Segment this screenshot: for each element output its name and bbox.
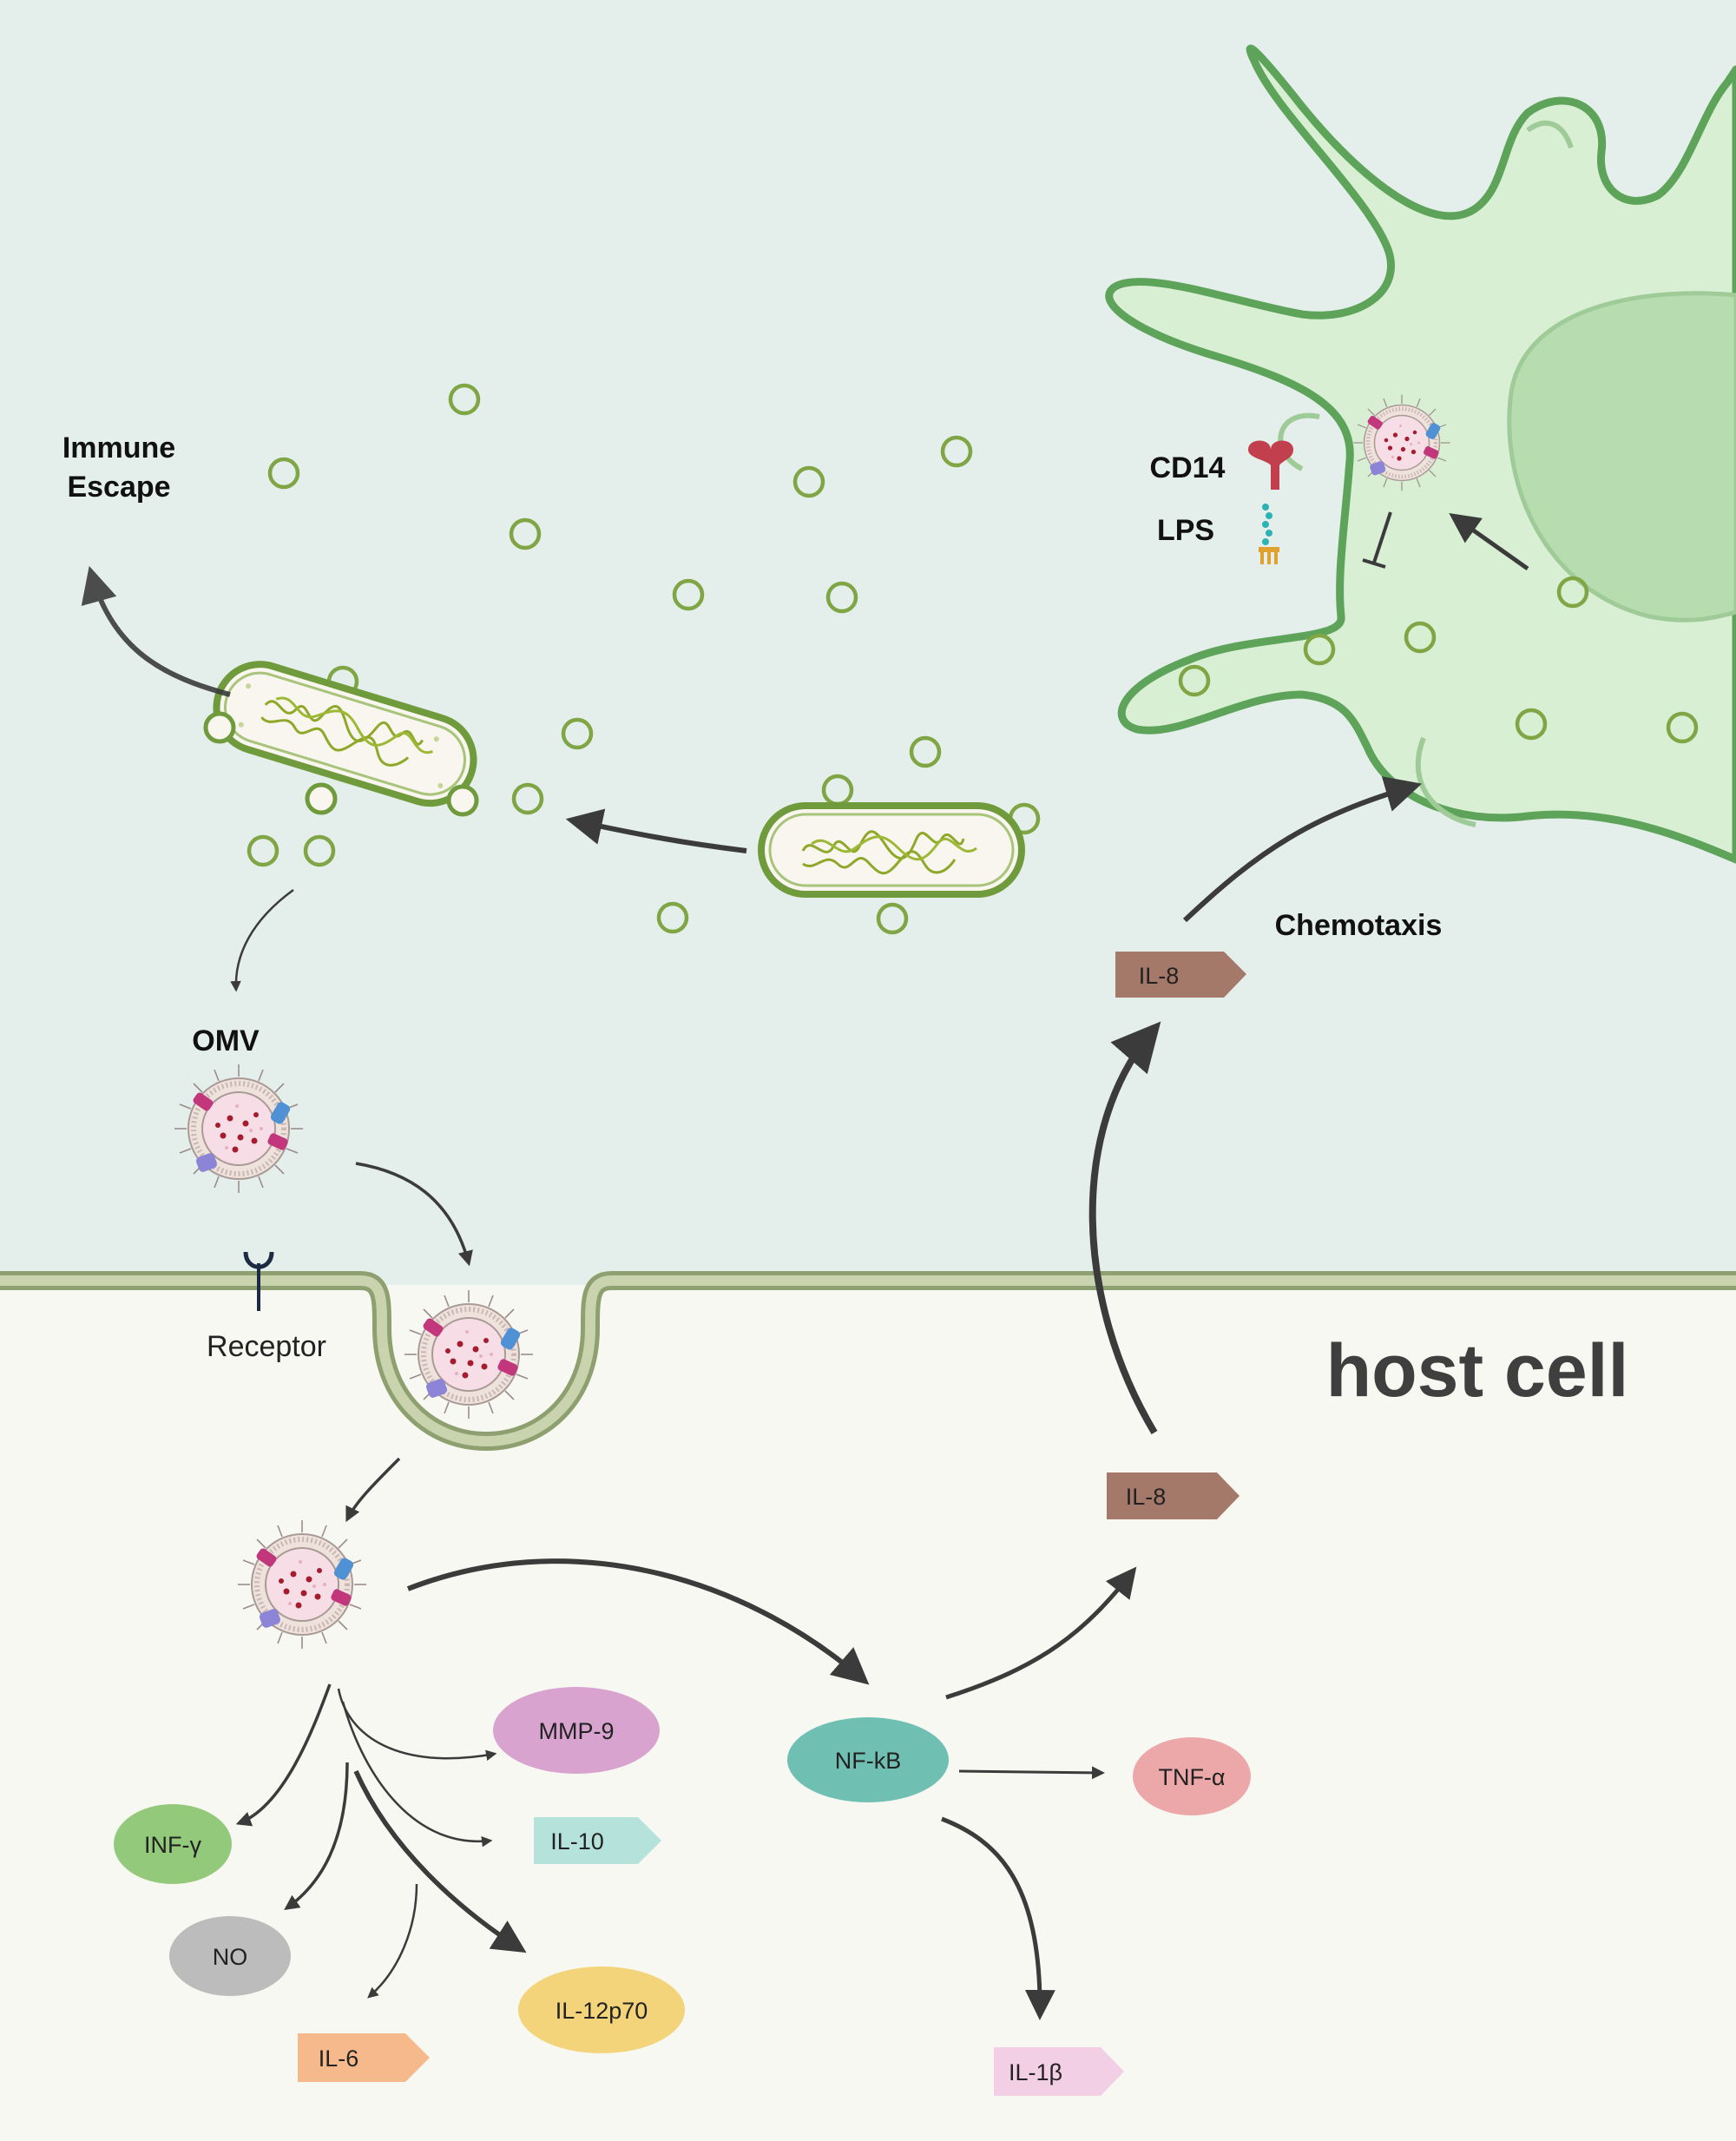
- vesicles: [247, 383, 1699, 935]
- il1b-label: IL-1β: [1009, 2059, 1062, 2085]
- il12p70-label: IL-12p70: [556, 1998, 648, 2024]
- mmp9-label: MMP-9: [539, 1718, 615, 1744]
- nfkb-label: NF-kB: [835, 1748, 902, 1774]
- host-cell-label: host cell: [1326, 1329, 1629, 1413]
- il8-top-label: IL-8: [1139, 963, 1180, 989]
- lps-label: LPS: [1157, 514, 1214, 547]
- omv-particle-in-immune-cell: [1354, 395, 1450, 491]
- mmp9-ellipse: [493, 1687, 660, 1774]
- nfkb-ellipse: [787, 1717, 949, 1802]
- infg-ellipse: [114, 1804, 232, 1884]
- il12p70-ellipse: [518, 1966, 685, 2053]
- cd14-icon: [1248, 440, 1293, 490]
- il10-label: IL-10: [550, 1828, 604, 1854]
- cd14-label: CD14: [1150, 451, 1226, 484]
- no-ellipse: [169, 1916, 291, 1996]
- il6-tag: [298, 2033, 430, 2082]
- arrows: [81, 511, 1529, 2020]
- receptor-label: Receptor: [207, 1330, 326, 1363]
- lps-icon: [1259, 504, 1279, 564]
- omv-particle-internalized: [238, 1520, 366, 1649]
- chemotaxis-label: Chemotaxis: [1275, 909, 1443, 942]
- receptor-icon: [243, 1251, 274, 1311]
- il8-host-label: IL-8: [1126, 1484, 1167, 1510]
- bacterium: [758, 802, 1025, 898]
- host-membrane: [0, 1271, 1736, 1452]
- omv-label: OMV: [192, 1024, 260, 1057]
- il6-label: IL-6: [319, 2045, 359, 2072]
- tnfa-label: TNF-α: [1158, 1764, 1225, 1790]
- omv-particle: [174, 1064, 303, 1193]
- immune-escape-label-2: Escape: [67, 471, 170, 504]
- immune-escape-label-1: Immune: [62, 431, 175, 464]
- il1b-tag: [994, 2047, 1124, 2096]
- no-label: NO: [213, 1944, 248, 1970]
- infg-label: INF-γ: [144, 1832, 201, 1858]
- tnfa-ellipse: [1133, 1737, 1251, 1815]
- il8-top-tag: [1115, 952, 1246, 998]
- il8-host-tag: [1107, 1472, 1240, 1519]
- bacterium-releasing-omv: [213, 661, 477, 807]
- il10-tag: [534, 1817, 661, 1864]
- omv-particle-endocytosed: [404, 1290, 533, 1419]
